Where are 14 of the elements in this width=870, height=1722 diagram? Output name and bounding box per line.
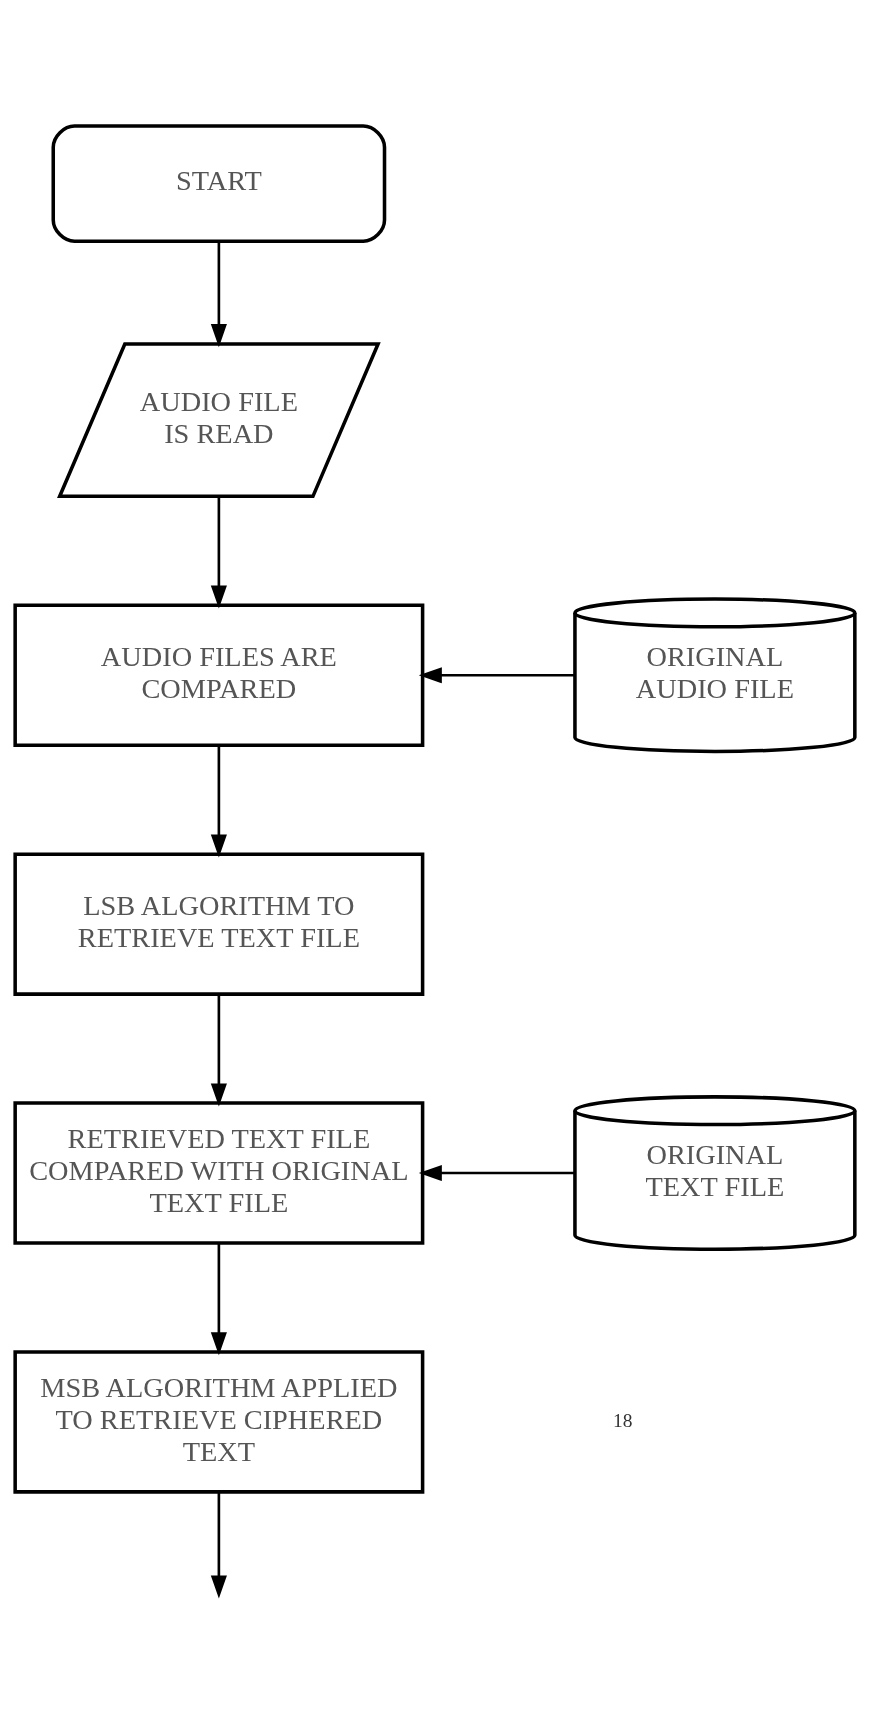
arrow (418, 667, 575, 684)
label: 18 (613, 1409, 633, 1431)
node-box: LSB ALGORITHM TO RETRIEVE TEXT FILE (13, 852, 425, 996)
arrow (210, 745, 227, 858)
arrow (210, 241, 227, 348)
arrow (210, 1243, 227, 1356)
arrow (210, 496, 227, 609)
node-box: START (51, 124, 387, 243)
arrow (210, 994, 227, 1107)
arrow (418, 1164, 575, 1182)
node-box: RETRIEVED TEXT FILE COMPARED WITH ORIGINAL TEXT FILE (13, 1101, 425, 1245)
arrow (210, 1492, 227, 1599)
node-box: MSB ALGORITHM APPLIED TO RETRIEVE CIPHERED TEXT (13, 1350, 425, 1494)
node-box: AUDIO FILES ARE COMPARED (13, 603, 425, 747)
